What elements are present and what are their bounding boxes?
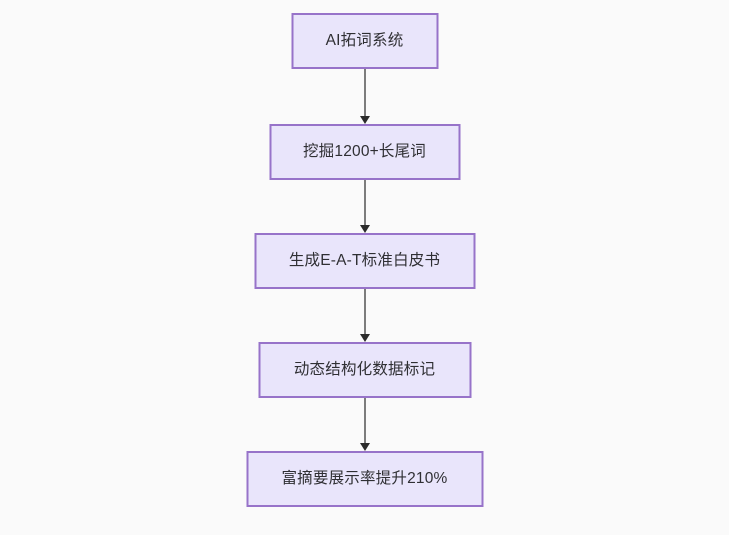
flowchart-edge-1-to-2 bbox=[356, 69, 374, 124]
flowchart-node-1[interactable]: AI拓词系统 bbox=[291, 13, 438, 69]
flowchart-node-4[interactable]: 动态结构化数据标记 bbox=[258, 342, 471, 398]
flowchart-node-3[interactable]: 生成E-A-T标准白皮书 bbox=[254, 233, 475, 289]
flowchart-edge-4-to-5 bbox=[356, 398, 374, 451]
edge-line bbox=[363, 398, 366, 443]
flowchart-node-5-label: 富摘要展示率提升210% bbox=[281, 470, 448, 488]
flowchart-node-1-label: AI拓词系统 bbox=[325, 32, 404, 50]
flowchart-edge-3-to-4 bbox=[356, 289, 374, 342]
edge-line bbox=[363, 289, 366, 334]
flowchart-node-2[interactable]: 挖掘1200+长尾词 bbox=[269, 124, 460, 180]
arrow-down-icon bbox=[359, 334, 370, 342]
flowchart-edge-2-to-3 bbox=[356, 180, 374, 233]
flowchart-node-3-label: 生成E-A-T标准白皮书 bbox=[288, 252, 441, 270]
edge-line bbox=[363, 69, 366, 116]
edge-line bbox=[363, 180, 366, 225]
flowchart-node-5[interactable]: 富摘要展示率提升210% bbox=[246, 451, 483, 507]
flowchart-node-2-label: 挖掘1200+长尾词 bbox=[302, 143, 427, 161]
flowchart-node-4-label: 动态结构化数据标记 bbox=[293, 361, 436, 379]
arrow-down-icon bbox=[359, 225, 370, 233]
arrow-down-icon bbox=[359, 443, 370, 451]
arrow-down-icon bbox=[359, 116, 370, 124]
